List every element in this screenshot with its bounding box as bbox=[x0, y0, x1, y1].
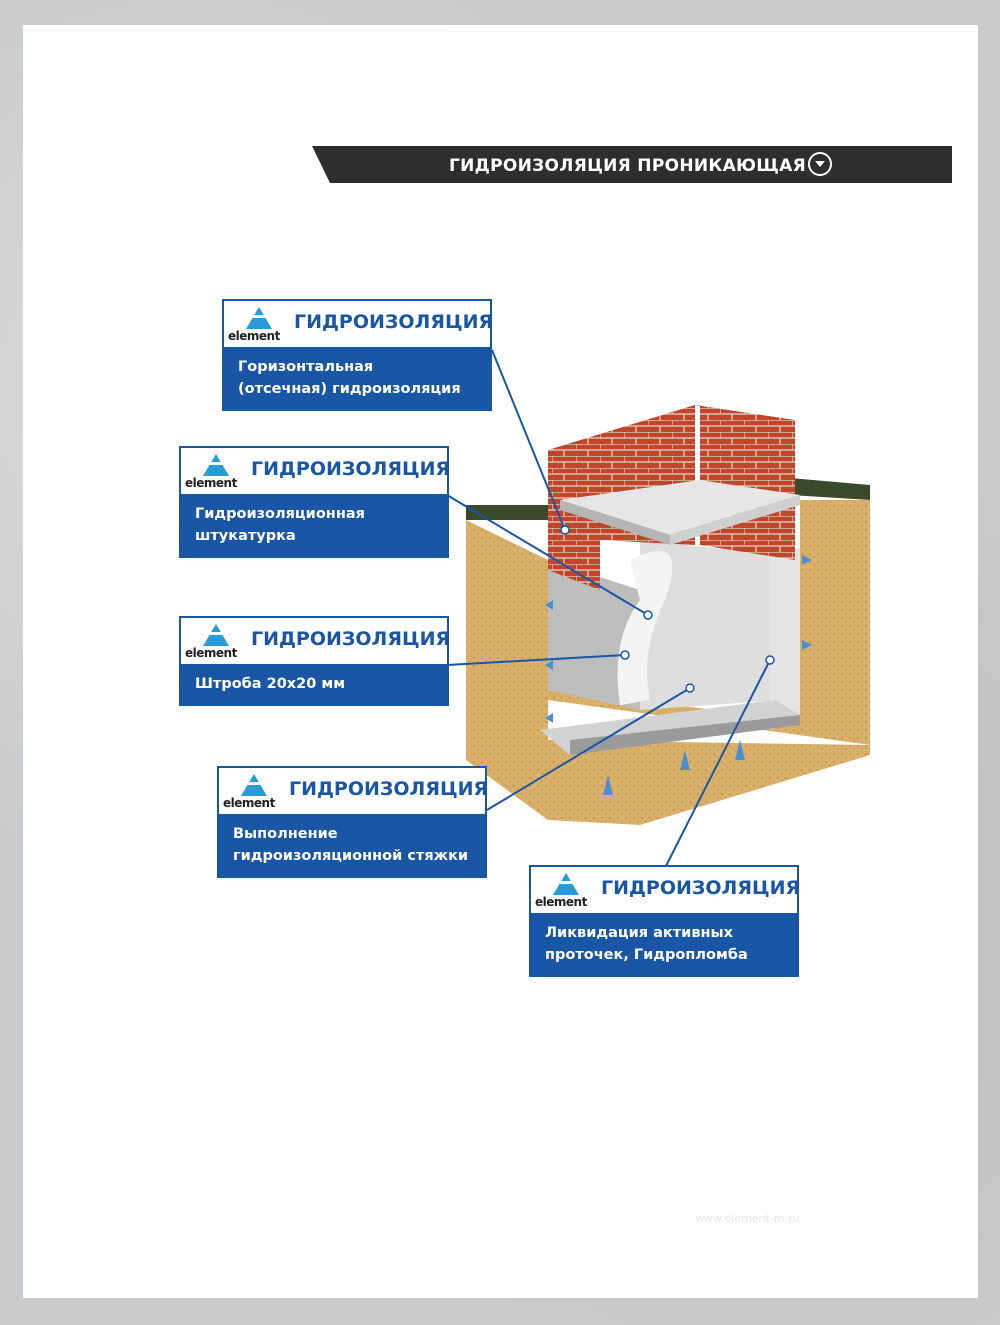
floor-slab-edge bbox=[570, 715, 800, 755]
footer-url[interactable]: www.element-m.ru bbox=[695, 1212, 800, 1225]
callout-desc-line2: проточек, Гидропломба bbox=[545, 947, 748, 963]
plaster-curve bbox=[617, 551, 673, 705]
leader-dots bbox=[560, 525, 775, 693]
callout-brand: ГИДРОИЗОЛЯЦИЯ bbox=[251, 628, 451, 650]
banner-title: ГИДРОИЗОЛЯЦИЯ ПРОНИКАЮЩАЯ bbox=[449, 156, 806, 176]
chevron-down-circle-icon[interactable] bbox=[808, 152, 832, 176]
soil-front bbox=[466, 520, 548, 820]
soil-right bbox=[548, 500, 870, 745]
callout-leak-plug: element ГИДРОИЗОЛЯЦИЯ Ликвидация активны… bbox=[529, 865, 801, 977]
element-logo: element bbox=[533, 871, 595, 911]
leader-lines bbox=[446, 349, 771, 869]
inner-wall-right bbox=[770, 548, 800, 730]
callout-desc-line1: Штроба 20х20 мм bbox=[195, 676, 346, 692]
element-logo: element bbox=[183, 622, 245, 662]
callout-desc-line1: Ликвидация активных bbox=[545, 925, 733, 941]
callout-desc-line2: штукатурка bbox=[195, 528, 296, 544]
callout-plaster: element ГИДРОИЗОЛЯЦИЯ Гидроизоляционная ш… bbox=[179, 446, 451, 558]
element-logo: element bbox=[221, 772, 283, 812]
callout-desc-line2: гидроизоляционной стяжки bbox=[233, 848, 469, 864]
water-arrows bbox=[545, 555, 812, 795]
callout-brand: ГИДРОИЗОЛЯЦИЯ bbox=[289, 778, 489, 800]
top-slab-front bbox=[670, 495, 800, 545]
callout-screed: element ГИДРОИЗОЛЯЦИЯ Выполнение гидроизо… bbox=[217, 766, 489, 878]
top-slab-edge bbox=[560, 500, 670, 545]
section-banner bbox=[312, 146, 952, 183]
callout-desc-line1: Гидроизоляционная bbox=[195, 506, 365, 522]
callout-desc-line2: (отсечная) гидроизоляция bbox=[238, 381, 461, 397]
inner-wall-back bbox=[640, 540, 780, 710]
top-slab bbox=[560, 480, 800, 535]
callout-desc-line1: Горизонтальная bbox=[238, 359, 374, 375]
callout-brand: ГИДРОИЗОЛЯЦИЯ bbox=[601, 877, 801, 899]
callout-groove: element ГИДРОИЗОЛЯЦИЯ Штроба 20х20 мм bbox=[179, 616, 451, 706]
callout-desc-line1: Выполнение bbox=[233, 826, 338, 842]
element-logo: element bbox=[183, 452, 245, 492]
grass-top bbox=[466, 505, 560, 520]
callout-brand: ГИДРОИЗОЛЯЦИЯ bbox=[251, 458, 451, 480]
callout-brand: ГИДРОИЗОЛЯЦИЯ bbox=[294, 311, 494, 333]
grass-top-right bbox=[790, 478, 870, 500]
element-logo: element bbox=[226, 305, 288, 345]
callout-horizontal-waterproofing: element ГИДРОИЗОЛЯЦИЯ Горизонтальная (отс… bbox=[222, 299, 494, 411]
